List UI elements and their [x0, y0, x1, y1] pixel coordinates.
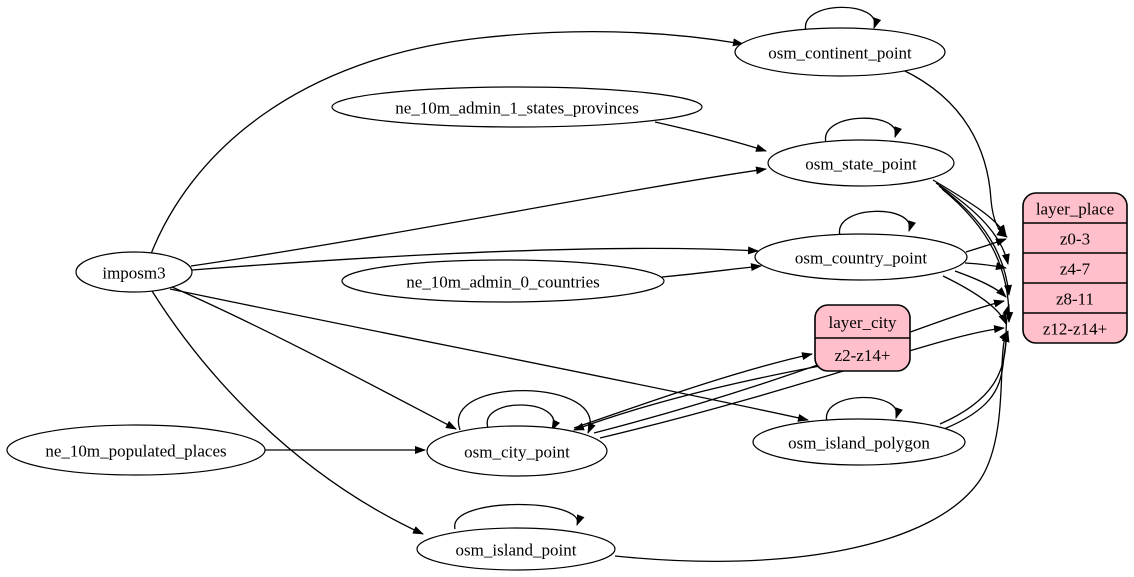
edge-layer_city:z2-z14+-to-osm_city_point	[573, 365, 821, 431]
node-label-ne_10m_admin_1_states_provinces: ne_10m_admin_1_states_provinces	[395, 99, 639, 118]
node-osm_country_point: osm_country_point	[754, 233, 968, 281]
node-label-osm_country_point: osm_country_point	[795, 249, 927, 268]
edge-osm_country_point-to-layer_place:z8-11	[954, 270, 1007, 298]
edge-self-osm_island_point	[454, 503, 585, 530]
node-label-ne_10m_populated_places: ne_10m_populated_places	[45, 442, 226, 461]
edge-osm_island_point-to-layer_place:z12-z14+	[614, 330, 1009, 562]
node-layer_city: layer_city z2-z14+	[814, 304, 911, 372]
node-layer_place: layer_place z0-3 z4-7 z8-11 z12-z14+	[1022, 192, 1128, 344]
ellipse-shape	[75, 251, 193, 293]
record-row-label-layer_place-4: z12-z14+	[1043, 320, 1107, 339]
edge-osm_country_point-to-layer_place:z4-7	[964, 262, 1007, 270]
node-ne_10m_populated_places: ne_10m_populated_places	[6, 424, 266, 476]
edge-self-osm_country_point	[839, 210, 916, 237]
ellipse-shape	[416, 527, 616, 571]
edge-ne_10m_admin_1_states_provinces-to-osm_state_point	[654, 121, 767, 152]
edge-osm_continent_point-to-layer_place:z0-3	[902, 69, 1008, 238]
node-imposm3: imposm3	[75, 251, 193, 293]
edge-imposm3-to-osm_island_point	[151, 290, 424, 535]
node-osm_city_point: osm_city_point	[426, 425, 608, 477]
edge-osm_state_point-to-layer_place:z4-7	[935, 182, 1010, 265]
edge-self-osm_city_point	[457, 389, 596, 434]
edge-imposm3-to-osm_country_point	[191, 246, 759, 271]
record-row-label-layer_place-1: z0-3	[1060, 230, 1090, 249]
ellipse-shape	[6, 424, 266, 476]
edge-osm_island_polygon-to-layer_place:z12-z14+	[943, 331, 1010, 430]
ellipse-shape	[752, 418, 966, 466]
ellipse-shape	[734, 27, 946, 77]
node-ne_10m_admin_0_countries: ne_10m_admin_0_countries	[341, 259, 665, 303]
node-label-osm_continent_point: osm_continent_point	[768, 44, 912, 63]
node-ne_10m_admin_1_states_provinces: ne_10m_admin_1_states_provinces	[331, 86, 703, 128]
edge-self-osm_city_point	[486, 404, 561, 431]
node-osm_state_point: osm_state_point	[767, 139, 955, 187]
record-row-label-layer_place-2: z4-7	[1060, 260, 1091, 279]
record-shape	[1022, 192, 1128, 344]
node-label-osm_state_point: osm_state_point	[805, 155, 917, 174]
record-row-label-layer_place-0: layer_place	[1036, 200, 1114, 219]
edge-osm_island_polygon-to-layer_place:z8-11	[939, 304, 1011, 425]
node-label-osm_city_point: osm_city_point	[464, 443, 570, 462]
edge-imposm3-to-osm_city_point	[171, 286, 457, 430]
edge-self-osm_state_point	[825, 117, 903, 144]
node-label-ne_10m_admin_0_countries: ne_10m_admin_0_countries	[406, 273, 600, 292]
edge-osm_city_point-to-layer_place:z12-z14+	[599, 325, 1005, 439]
edge-imposm3-to-osm_continent_point	[148, 31, 744, 260]
edge-osm_city_point-to-layer_place:z8-11	[593, 299, 1005, 434]
edge-osm_city_point-to-layer_city:z2-z14+	[573, 352, 813, 429]
edge-osm_country_point-to-layer_place:z12-z14+	[942, 275, 1007, 325]
edge-ne_10m_admin_0_countries-to-osm_country_point	[661, 263, 762, 278]
ellipse-shape	[767, 139, 955, 187]
ellipse-shape	[331, 86, 703, 128]
nodes-layer: imposm3 ne_10m_admin_1_states_provincesne…	[6, 27, 1128, 571]
ellipse-shape	[754, 233, 968, 281]
edge-self-osm_continent_point	[805, 6, 882, 32]
node-label-osm_island_polygon: osm_island_polygon	[788, 434, 930, 453]
record-row-label-layer_city-0: layer_city	[829, 313, 897, 332]
node-osm_continent_point: osm_continent_point	[734, 27, 946, 77]
edge-osm_country_point-to-layer_place:z0-3	[965, 238, 1007, 253]
record-row-label-layer_city-1: z2-z14+	[835, 346, 891, 365]
edge-osm_state_point-to-layer_place:z8-11	[938, 185, 1012, 296]
record-row-label-layer_place-3: z8-11	[1056, 290, 1094, 309]
ellipse-shape	[341, 259, 665, 303]
node-osm_island_point: osm_island_point	[416, 527, 616, 571]
node-osm_island_polygon: osm_island_polygon	[752, 418, 966, 466]
ellipse-shape	[426, 425, 608, 477]
node-label-imposm3: imposm3	[102, 264, 165, 283]
node-label-osm_island_point: osm_island_point	[456, 541, 577, 560]
edge-imposm3-to-osm_island_polygon	[169, 288, 809, 422]
edge-self-osm_island_polygon	[826, 396, 903, 423]
edge-imposm3-to-osm_state_point	[190, 166, 767, 267]
